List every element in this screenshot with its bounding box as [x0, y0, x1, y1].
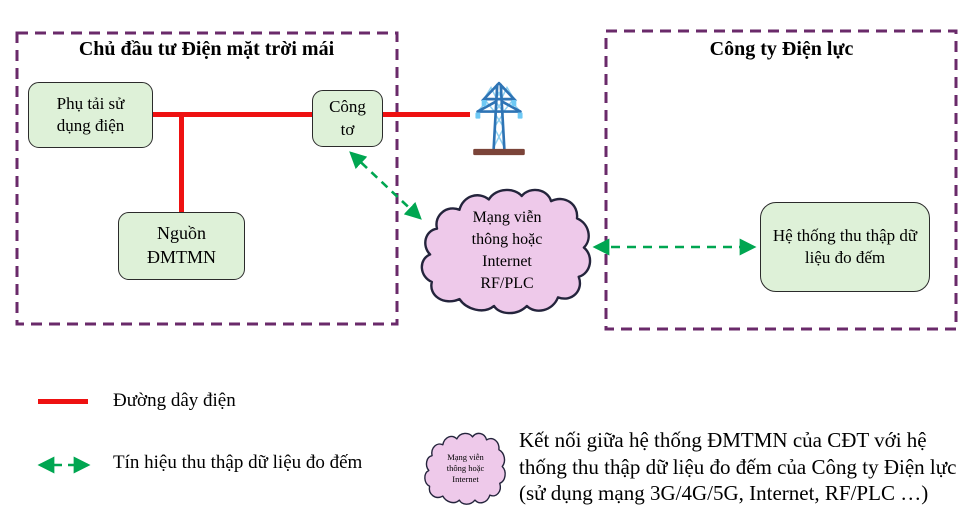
- cloud-label: Mạng viễn thông hoặc Internet RF/PLC: [418, 184, 596, 322]
- node-collector-label: Hệ thống thu thập dữ liệu đo đếm: [772, 225, 918, 267]
- node-meter: Công tơ: [312, 90, 383, 147]
- investor-zone-border: [15, 31, 399, 326]
- legend-power-line-swatch: [38, 399, 88, 404]
- signal-arrow-meter-cloud: [349, 151, 422, 220]
- cloud-label-line1: Mạng viễn: [472, 209, 542, 226]
- cloud-label-line2: thông hoặc: [471, 231, 543, 248]
- node-meter-label: Công tơ: [329, 97, 366, 139]
- node-collector: Hệ thống thu thập dữ liệu đo đếm: [760, 202, 930, 292]
- node-load: Phụ tải sử dụng điện: [28, 82, 153, 148]
- utility-zone-title: Công ty Điện lực: [709, 38, 854, 60]
- note-cloud-icon: Mạng viễn thông hoặc Internet: [423, 430, 508, 507]
- note-text: Kết nối giữa hệ thống ĐMTMN của CĐT với …: [519, 428, 957, 506]
- transmission-tower-icon: [470, 76, 528, 156]
- note-cloud-line2: thông hoặc: [446, 463, 485, 473]
- cloud-label-line4: RF/PLC: [480, 275, 534, 292]
- legend-power-line-label: Đường dây điện: [113, 390, 236, 411]
- investor-zone-title: Chủ đầu tư Điện mặt trời mái: [78, 38, 335, 60]
- note-cloud-label: Mạng viễn thông hoặc Internet: [423, 430, 508, 507]
- power-line-branch: [179, 112, 184, 212]
- network-cloud-icon: Mạng viễn thông hoặc Internet RF/PLC: [418, 184, 596, 318]
- node-source-label: Nguồn ĐMTMN: [146, 223, 216, 267]
- node-source: Nguồn ĐMTMN: [118, 212, 245, 280]
- node-load-label: Phụ tải sử dụng điện: [56, 93, 125, 135]
- note-cloud-line1: Mạng viễn: [447, 452, 484, 462]
- legend-data-signal-label: Tín hiệu thu thập dữ liệu đo đếm: [113, 452, 363, 473]
- tower-base: [473, 148, 525, 156]
- note-cloud-line3: Internet: [452, 474, 479, 484]
- cloud-label-line3: Internet: [482, 253, 532, 270]
